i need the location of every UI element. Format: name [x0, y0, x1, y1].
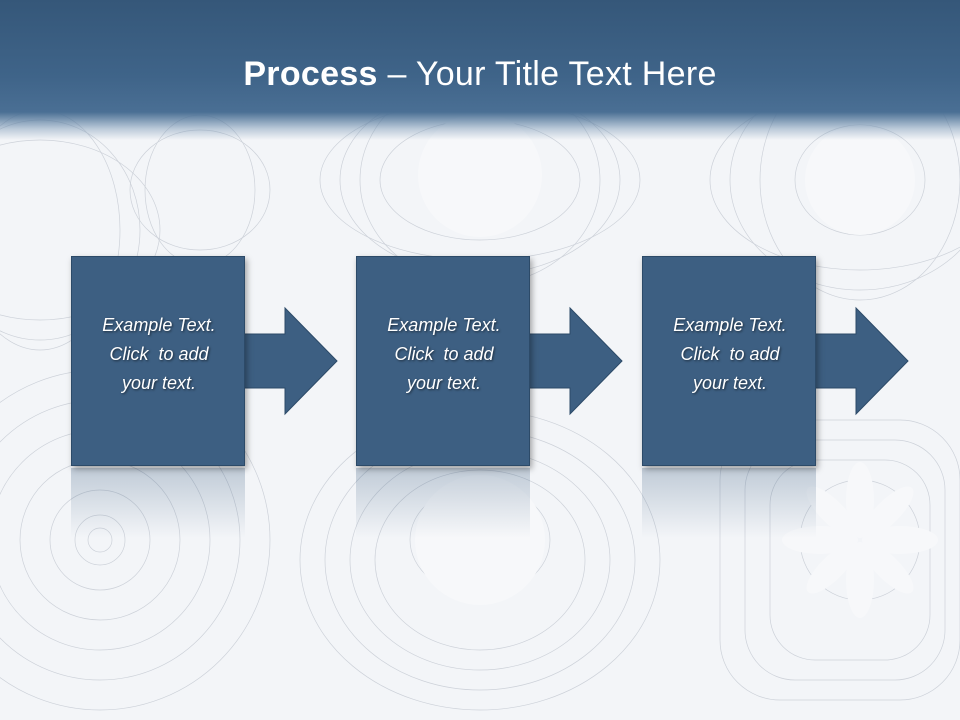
process-step-3: Example Text. Click to add your text. [642, 256, 914, 538]
step-text-line-3: your text. [121, 373, 197, 393]
step-box[interactable]: Example Text. Click to add your text. [356, 256, 530, 466]
process-step-2: Example Text. Click to add your text. [356, 256, 628, 538]
title-bold-text: Process [243, 55, 378, 93]
flower-cutout-bottom-center [415, 475, 545, 605]
title-rest-text: – Your Title Text Here [377, 55, 717, 93]
step-text-line-1: Example Text. [387, 315, 501, 335]
title-banner: Process – Your Title Text Here [0, 0, 960, 140]
step-box[interactable]: Example Text. Click to add your text. [642, 256, 816, 466]
step-reflection [642, 468, 816, 538]
step-reflection [356, 468, 530, 538]
step-text-line-1: Example Text. [102, 315, 216, 335]
step-text-line-1: Example Text. [673, 315, 787, 335]
right-arrow-icon [243, 306, 338, 416]
step-text[interactable]: Example Text. Click to add your text. [363, 311, 525, 398]
flower-cutout-top-center [418, 113, 542, 237]
slide-title[interactable]: Process – Your Title Text Here [0, 52, 960, 96]
right-arrow-icon [814, 306, 909, 416]
step-box[interactable]: Example Text. Click to add your text. [71, 256, 245, 466]
step-text-line-2: Click to add [394, 344, 494, 364]
flower-cutout-bottom-right [782, 462, 938, 618]
step-text-line-3: your text. [692, 373, 768, 393]
step-text-line-2: Click to add [680, 344, 780, 364]
process-step-1: Example Text. Click to add your text. [71, 256, 343, 538]
step-text[interactable]: Example Text. Click to add your text. [649, 311, 811, 398]
right-arrow-icon [528, 306, 623, 416]
step-text-line-3: your text. [406, 373, 482, 393]
flower-cutout-top-right [805, 125, 915, 235]
step-reflection [71, 468, 245, 538]
step-text[interactable]: Example Text. Click to add your text. [78, 311, 240, 398]
step-text-line-2: Click to add [109, 344, 209, 364]
